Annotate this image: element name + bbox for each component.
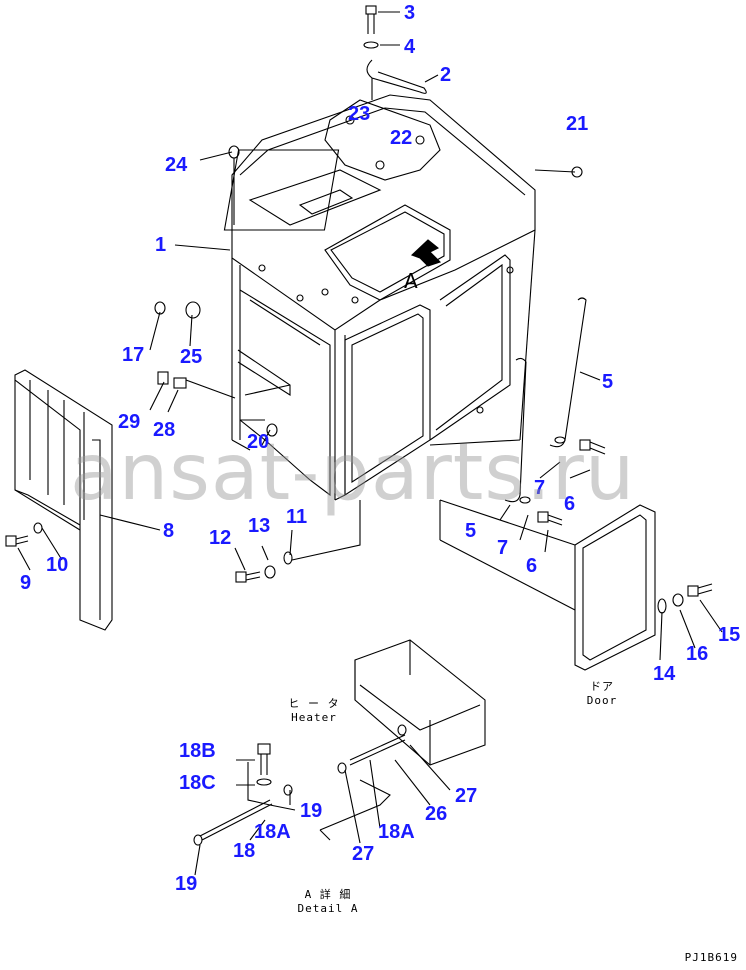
bolts-6 — [537, 439, 606, 526]
heater-caption: ヒ ー タ Heater — [284, 697, 344, 726]
heater-unit — [319, 639, 486, 841]
small-fittings — [154, 145, 583, 437]
callout-3: 3 — [404, 2, 416, 24]
callout-9: 9 — [20, 572, 32, 594]
stay-rods — [504, 297, 587, 504]
callout-17: 17 — [122, 344, 145, 366]
callout-25: 25 — [180, 346, 203, 368]
detail-a-parts — [193, 743, 296, 846]
callout-18: 18 — [233, 840, 256, 862]
callout-8: 8 — [163, 520, 175, 542]
callout-5a: 5 — [602, 371, 614, 393]
watermark-text: ansat-parts.ru — [70, 428, 636, 518]
top-bolt-assembly — [363, 5, 427, 100]
door-panel — [439, 499, 713, 671]
cab-frame — [223, 94, 536, 501]
callout-18b: 18B — [179, 740, 216, 762]
leader-lines — [17, 11, 723, 876]
callout-1: 1 — [155, 234, 167, 256]
callout-27a: 27 — [455, 785, 478, 807]
drawing-code: PJ1B619 — [684, 951, 738, 964]
heater-caption-jp: ヒ ー タ — [288, 697, 340, 710]
callout-2: 2 — [440, 64, 452, 86]
callout-29: 29 — [118, 411, 141, 433]
bolt-9-assembly — [5, 522, 43, 547]
callout-5b: 5 — [465, 520, 477, 542]
callout-21: 21 — [566, 113, 589, 135]
callout-18a-left: 18A — [254, 821, 291, 843]
detail-a-caption: A 詳 細 Detail A — [290, 888, 366, 917]
callout-6b: 6 — [526, 555, 538, 577]
callout-13: 13 — [248, 515, 271, 537]
callout-22: 22 — [390, 127, 413, 149]
callout-19a: 19 — [300, 800, 323, 822]
callout-4: 4 — [404, 36, 416, 58]
callout-26: 26 — [425, 803, 448, 825]
callout-12: 12 — [209, 527, 232, 549]
callout-20: 20 — [247, 431, 270, 453]
callout-10: 10 — [46, 554, 69, 576]
callout-28: 28 — [153, 419, 176, 441]
heater-caption-en: Heater — [291, 711, 337, 725]
detail-a-caption-jp: A 詳 細 — [304, 888, 352, 901]
callout-16: 16 — [686, 643, 709, 665]
callout-23: 23 — [348, 103, 371, 125]
door-caption-en: Door — [586, 694, 618, 708]
callout-27b: 27 — [352, 843, 375, 865]
callout-24: 24 — [165, 154, 188, 176]
callout-15: 15 — [718, 624, 741, 646]
callout-7b: 7 — [497, 537, 509, 559]
door-caption: ドア Door — [580, 680, 624, 709]
door-caption-jp: ドア — [590, 680, 614, 693]
callout-14: 14 — [653, 663, 676, 685]
callout-19b: 19 — [175, 873, 198, 895]
detail-a-caption-en: Detail A — [297, 902, 359, 916]
callout-18a-right: 18A — [378, 821, 415, 843]
callout-11: 11 — [286, 506, 308, 528]
callout-18c: 18C — [179, 772, 216, 794]
view-marker-a: A — [404, 269, 418, 293]
callout-7a: 7 — [534, 477, 546, 499]
bolt-12-assembly — [235, 500, 361, 583]
callout-6a: 6 — [564, 493, 576, 515]
grille-frame — [14, 369, 113, 631]
